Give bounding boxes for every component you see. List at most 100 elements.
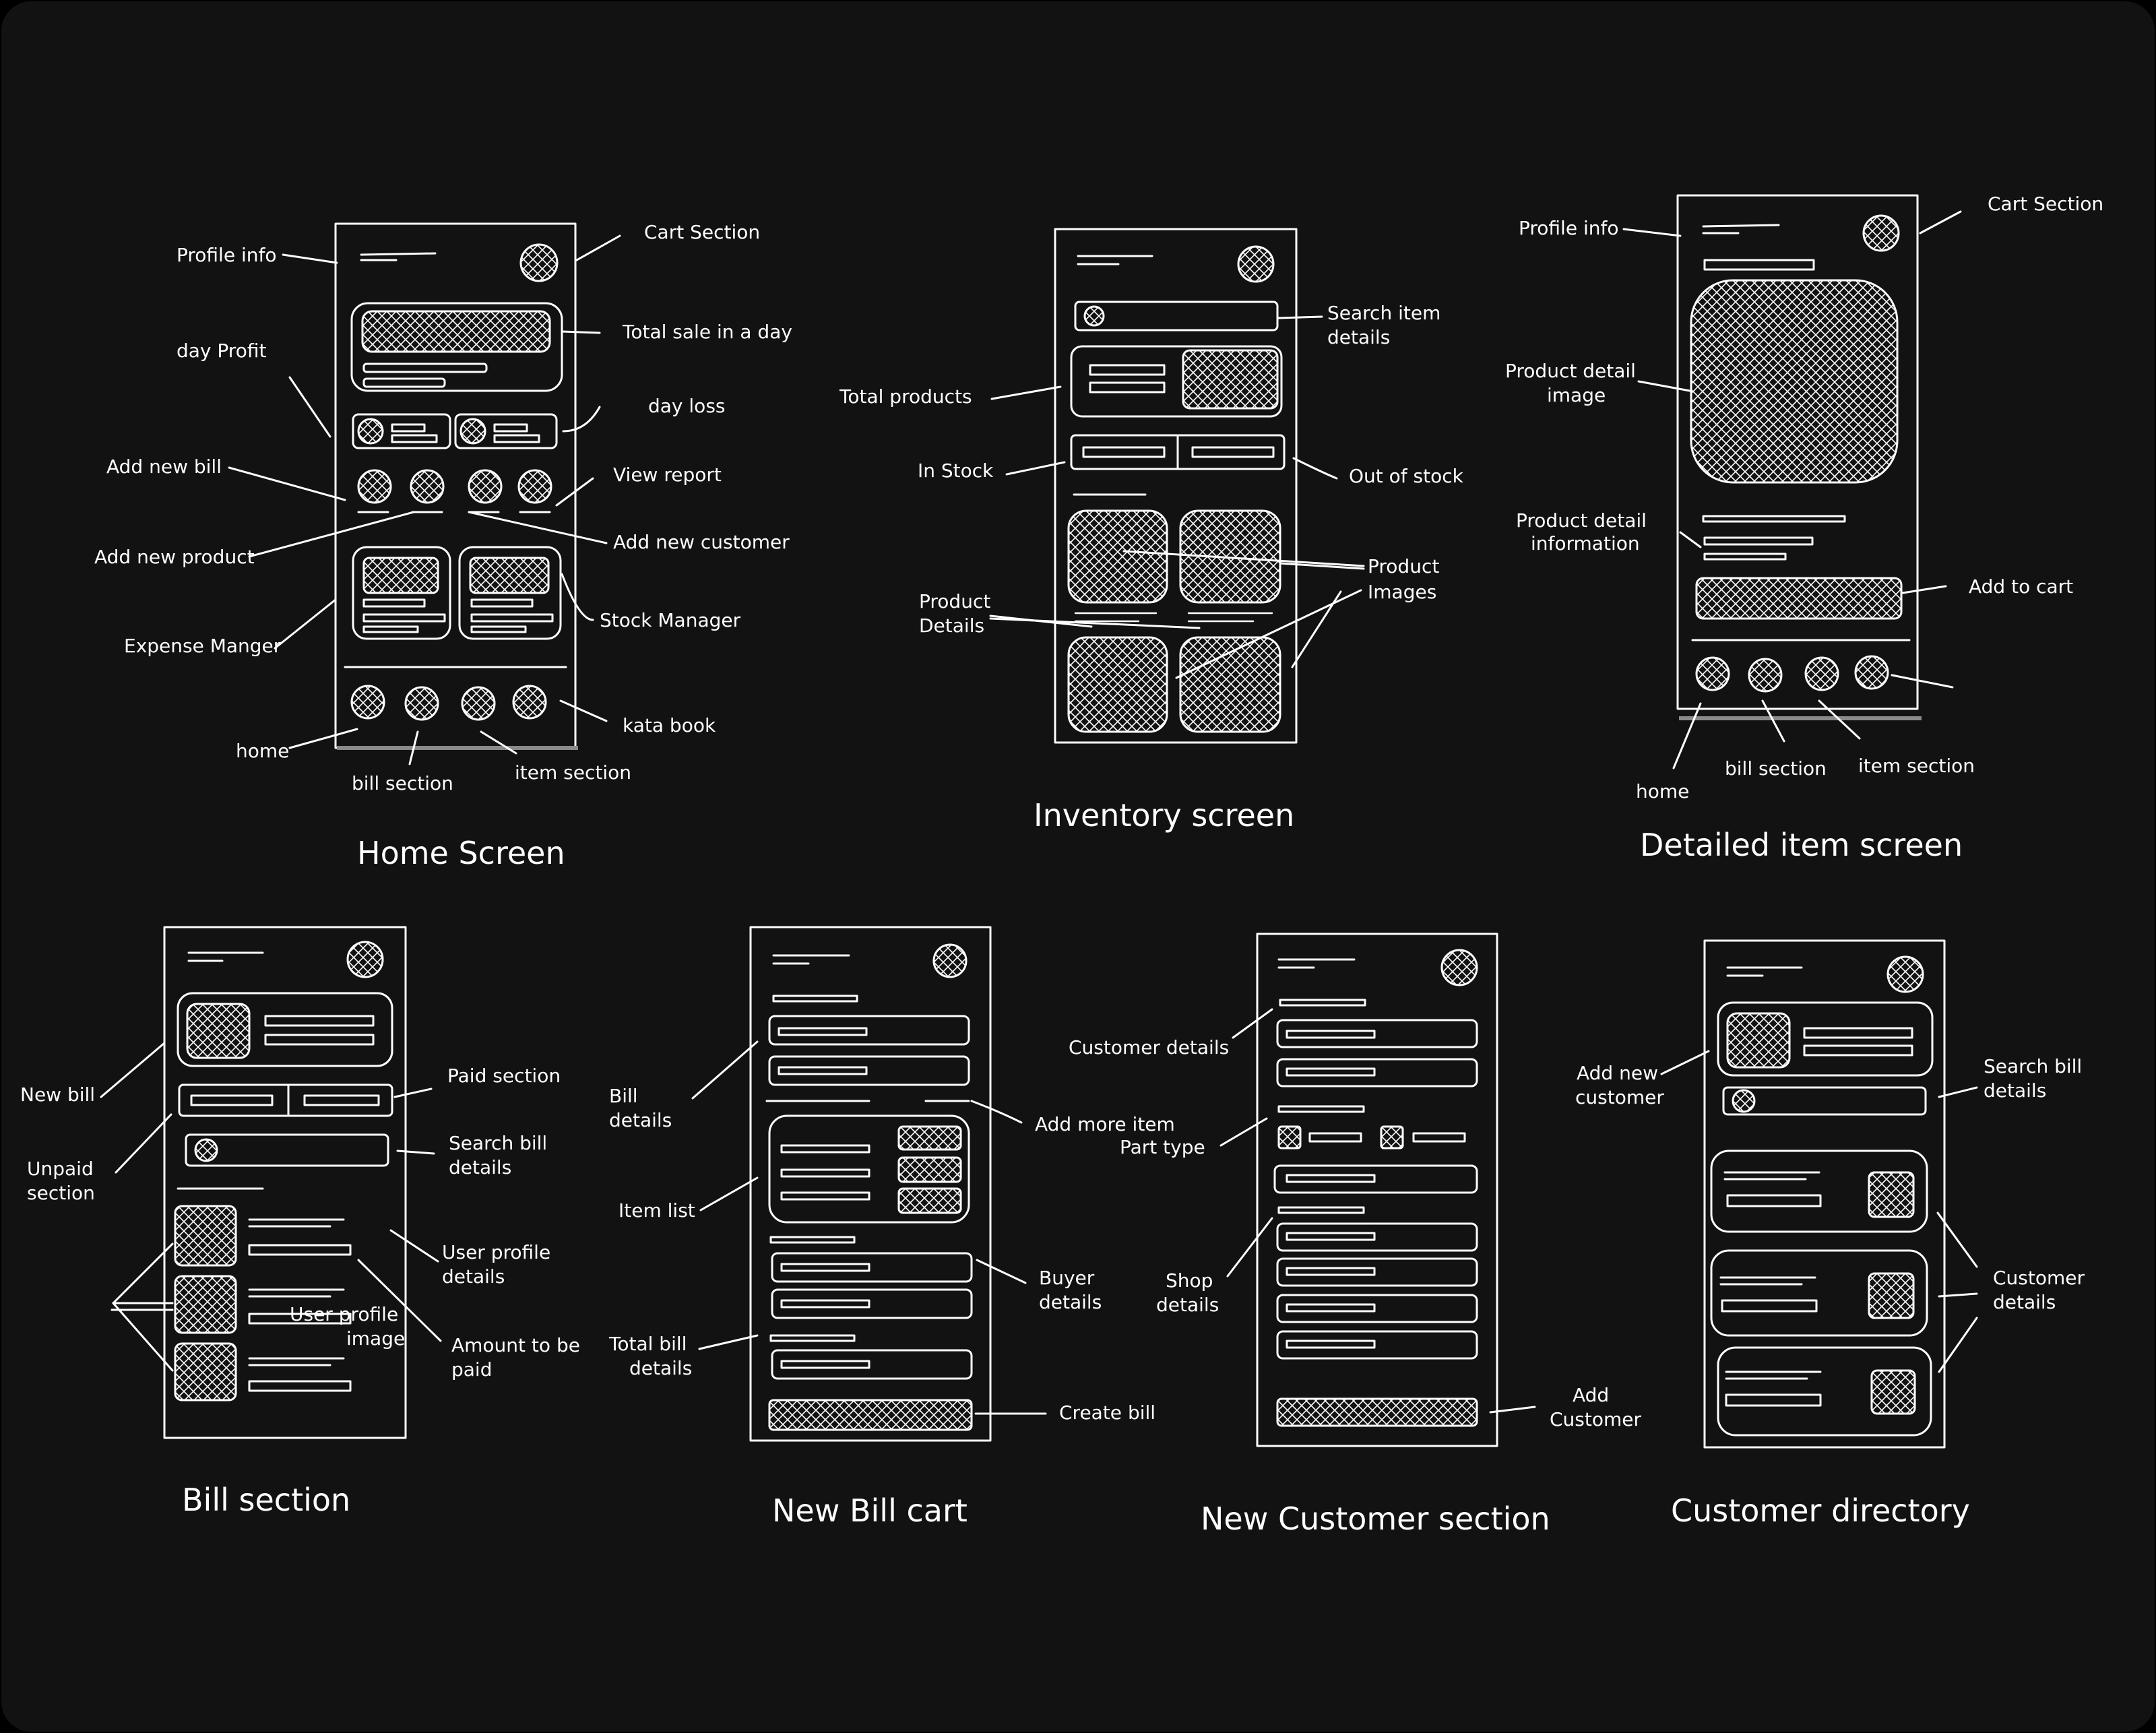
label-customer-details-dir: Customer <box>1993 1267 2085 1289</box>
label-detail-info-2: information <box>1531 532 1640 555</box>
label-detail-profile-info: Profile info <box>1519 217 1618 239</box>
label-detail-bill-section: bill section <box>1725 757 1827 780</box>
inventory-avatar-icon[interactable] <box>1237 245 1275 283</box>
label-bill-details-2: details <box>609 1109 672 1131</box>
title-new-bill-cart: New Bill cart <box>772 1492 968 1529</box>
add-to-cart-button[interactable] <box>1695 577 1903 620</box>
detailed-item-screen-wireframe <box>1676 194 1922 720</box>
detail-item-nav-icon[interactable] <box>1804 656 1839 691</box>
label-customer-details-dir-2: details <box>1993 1291 2056 1313</box>
label-amount: Amount to be <box>451 1334 580 1356</box>
title-bill-section: Bill section <box>182 1482 350 1518</box>
label-directory-search-2: details <box>1984 1079 2046 1102</box>
bill-avatar-icon[interactable] <box>346 941 384 978</box>
label-total-products: Total products <box>839 385 972 408</box>
label-total-bill: Total bill <box>608 1333 687 1355</box>
label-part-type: Part type <box>1120 1136 1205 1158</box>
label-kata-book: kata book <box>623 714 716 736</box>
label-user-profile-details-2: details <box>442 1265 505 1288</box>
label-user-profile-details: User profile <box>442 1241 550 1263</box>
inventory-screen-annotations: Search item details Total products In St… <box>839 302 1464 833</box>
detail-home-nav-icon[interactable] <box>1695 656 1730 691</box>
directory-search-bar[interactable] <box>1722 1086 1927 1116</box>
view-report-icon[interactable] <box>517 469 552 504</box>
new-customer-wireframe <box>1256 933 1498 1447</box>
label-detail-home: home <box>1636 780 1689 802</box>
label-search-item: Search item <box>1327 302 1440 324</box>
label-user-profile-image-2: image <box>346 1327 405 1350</box>
label-bill-section: bill section <box>352 772 453 794</box>
label-item-list: Item list <box>619 1199 695 1222</box>
title-home-screen: Home Screen <box>357 835 565 871</box>
label-shop-details: Shop <box>1166 1269 1213 1292</box>
label-add-to-cart: Add to cart <box>1969 575 2073 598</box>
home-nav-icon[interactable] <box>350 685 385 720</box>
inventory-search-bar[interactable] <box>1074 301 1279 332</box>
add-customer-button[interactable] <box>1276 1397 1478 1427</box>
detail-kata-nav-icon[interactable] <box>1854 655 1889 690</box>
label-total-sale: Total sale in a day <box>622 321 792 343</box>
label-stock-manager: Stock Manager <box>600 609 741 631</box>
detail-bill-nav-icon[interactable] <box>1748 658 1783 693</box>
customer-directory-wireframe <box>1703 939 1946 1449</box>
kata-nav-icon[interactable] <box>512 685 547 720</box>
label-customer-details: Customer details <box>1069 1036 1229 1059</box>
label-add-new-customer-dir: Add new <box>1577 1062 1658 1084</box>
label-detail-cart-section: Cart Section <box>1988 193 2103 215</box>
product-detail-image <box>1690 279 1899 484</box>
label-create-bill: Create bill <box>1059 1401 1155 1424</box>
label-add-new-customer: Add new customer <box>613 531 790 553</box>
label-home: home <box>236 740 289 762</box>
label-add-more-item: Add more item <box>1035 1113 1175 1135</box>
label-product-images-2: Images <box>1368 581 1436 603</box>
new-bill-avatar-icon[interactable] <box>932 943 968 978</box>
label-paid-section: Paid section <box>447 1065 561 1087</box>
add-new-customer-card[interactable] <box>1717 1001 1934 1077</box>
detail-avatar-icon[interactable] <box>1862 214 1900 252</box>
label-detail-item-section: item section <box>1858 755 1975 777</box>
label-view-report: View report <box>613 464 722 486</box>
add-customer-icon[interactable] <box>468 469 503 504</box>
title-new-customer-section: New Customer section <box>1201 1501 1550 1537</box>
directory-avatar-icon[interactable] <box>1886 955 1924 993</box>
label-new-bill: New bill <box>20 1083 95 1106</box>
label-bill-details: Bill <box>609 1085 638 1107</box>
item-nav-icon[interactable] <box>461 686 496 721</box>
label-search-bill-2: details <box>449 1156 511 1178</box>
create-bill-button[interactable] <box>768 1399 973 1431</box>
label-detail-image-2: image <box>1547 384 1606 406</box>
add-product-icon[interactable] <box>410 469 445 504</box>
label-add-customer-2: Customer <box>1550 1408 1641 1430</box>
label-add-customer: Add <box>1573 1384 1609 1406</box>
label-item-section: item section <box>515 761 631 784</box>
add-bill-icon[interactable] <box>357 469 392 504</box>
bill-search-bar[interactable] <box>185 1133 389 1167</box>
label-add-new-customer-dir-2: customer <box>1575 1086 1664 1108</box>
label-search-item-details: details <box>1327 326 1390 348</box>
new-customer-avatar-icon[interactable] <box>1440 949 1478 986</box>
new-bill-cart-wireframe <box>749 926 992 1442</box>
label-expense-manger: Expense Manger <box>124 635 282 657</box>
title-detailed-item-screen: Detailed item screen <box>1640 827 1963 863</box>
home-screen-wireframe <box>334 222 578 750</box>
bill-section-annotations: New bill Paid section Unpaid section Sea… <box>20 1042 580 1518</box>
label-user-profile-image: User profile <box>290 1303 398 1325</box>
new-bill-cart-annotations: Bill details Add more item Item list Buy… <box>608 1040 1175 1529</box>
label-buyer: Buyer <box>1039 1267 1095 1289</box>
label-cart-section: Cart Section <box>644 221 760 243</box>
profile-avatar-icon[interactable] <box>519 243 559 282</box>
label-total-bill-2: details <box>629 1357 692 1379</box>
label-product-images: Product <box>1368 555 1439 577</box>
home-screen-annotations: Profile info Cart Section Total sale in … <box>94 221 792 871</box>
bill-nav-icon[interactable] <box>404 686 439 721</box>
label-buyer-2: details <box>1039 1291 1102 1313</box>
label-shop-details-2: details <box>1156 1294 1219 1316</box>
label-product-details: Product <box>919 590 990 612</box>
bill-section-wireframe <box>163 926 407 1439</box>
customer-directory-annotations: Add new customer Search bill details Cus… <box>1575 1050 2085 1529</box>
inventory-screen-wireframe <box>1054 228 1298 744</box>
label-unpaid-2: section <box>27 1182 95 1204</box>
new-bill-card[interactable] <box>177 992 393 1067</box>
